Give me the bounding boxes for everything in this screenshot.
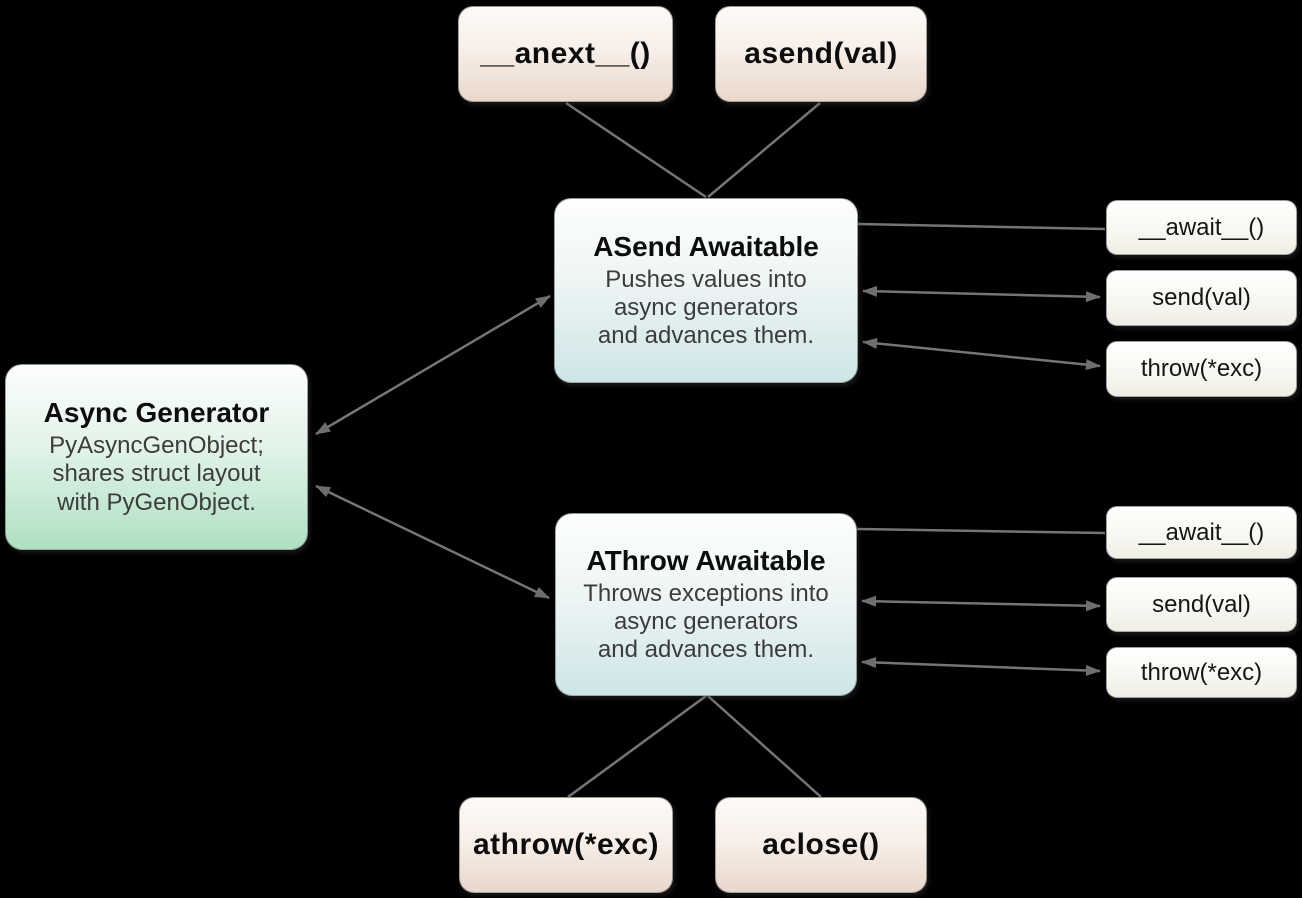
node-send-asend-label: send(val)	[1152, 284, 1251, 311]
edge-generator-asend-awaitable	[315, 294, 551, 436]
node-anext: __anext__()	[458, 6, 673, 102]
node-throw-athrow-label: throw(*exc)	[1140, 658, 1263, 686]
node-send-asend: send(val)	[1106, 270, 1297, 326]
node-asend-awaitable: ASend Awaitable Pushes values into async…	[554, 198, 858, 383]
edge-athrow-awaitable-await	[856, 527, 1106, 535]
node-throw-asend: throw(*exc)	[1106, 341, 1297, 397]
node-athrow-exc: athrow(*exc)	[459, 797, 673, 893]
node-aclose: aclose()	[715, 797, 927, 893]
edge-athrow-awaitable-athrow	[567, 694, 707, 799]
node-anext-label: __anext__()	[480, 37, 651, 70]
node-async-generator-body: PyAsyncGenObject; shares struct layout w…	[49, 432, 264, 516]
edge-asend-awaitable-await	[857, 222, 1106, 231]
node-send-athrow-label: send(val)	[1152, 590, 1251, 618]
edge-athrow-awaitable-throw	[861, 657, 1101, 676]
edge-asend-to-asend-awaitable	[707, 102, 821, 198]
node-await-athrow-label: __await__()	[1138, 518, 1265, 546]
node-await-asend: __await__()	[1106, 200, 1297, 255]
node-aclose-label: aclose()	[762, 828, 880, 861]
edge-asend-awaitable-send	[862, 285, 1101, 303]
node-asend-awaitable-title: ASend Awaitable	[593, 230, 819, 262]
node-athrow-awaitable-body: Throws exceptions into async generators …	[583, 579, 829, 664]
node-asend: asend(val)	[715, 6, 927, 102]
node-async-generator: Async Generator PyAsyncGenObject; shares…	[5, 364, 308, 550]
node-athrow-awaitable: AThrow Awaitable Throws exceptions into …	[555, 513, 857, 696]
node-asend-awaitable-body: Pushes values into async generators and …	[597, 265, 815, 350]
node-throw-asend-label: throw(*exc)	[1140, 355, 1263, 382]
node-throw-athrow: throw(*exc)	[1106, 647, 1297, 698]
node-athrow-exc-label: athrow(*exc)	[472, 828, 660, 861]
node-athrow-awaitable-title: AThrow Awaitable	[586, 544, 826, 576]
node-async-generator-title: Async Generator	[43, 397, 270, 429]
node-send-athrow: send(val)	[1106, 577, 1297, 632]
edge-athrow-awaitable-send	[861, 595, 1101, 612]
node-asend-label: asend(val)	[744, 37, 898, 70]
node-await-asend-label: __await__()	[1138, 213, 1265, 241]
edge-anext-to-asend-awaitable	[565, 101, 707, 199]
edge-asend-awaitable-throw	[862, 337, 1101, 371]
node-await-athrow: __await__()	[1106, 506, 1297, 559]
edge-generator-athrow-awaitable	[315, 484, 550, 600]
edge-athrow-awaitable-aclose	[707, 695, 822, 798]
